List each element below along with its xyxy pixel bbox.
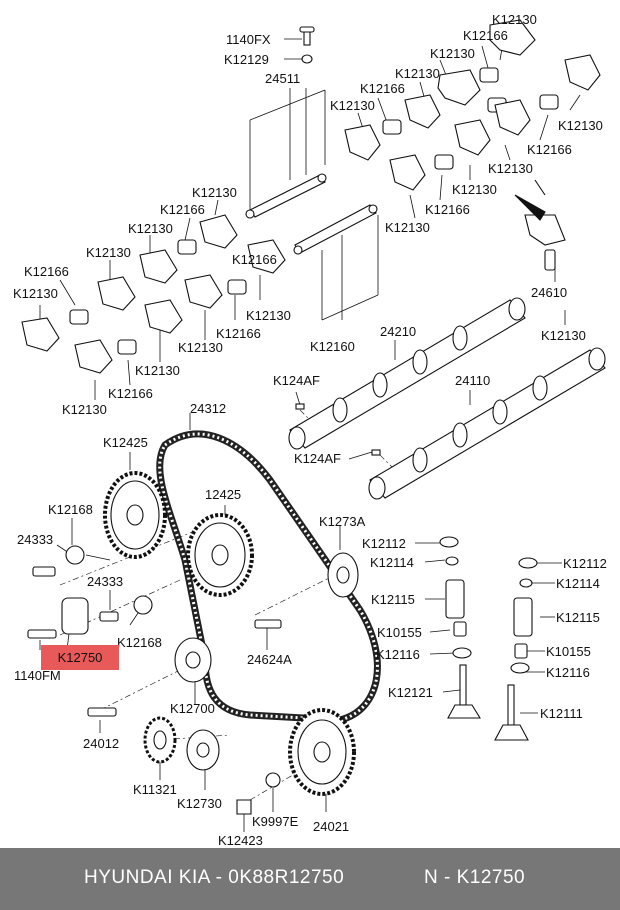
label-k124af: K124AF xyxy=(273,373,320,388)
footer-bar: HYUNDAI KIA - 0K88R12750 N - K12750 xyxy=(0,848,620,910)
label-k12121: K12121 xyxy=(388,685,433,700)
label-k12130: K12130 xyxy=(430,46,475,61)
label-1140fm: 1140FM xyxy=(14,668,61,683)
camshaft-exhaust-icon xyxy=(368,347,606,500)
label-k12166: K12166 xyxy=(216,326,261,341)
label-k12112: K12112 xyxy=(362,536,406,551)
label-24624a: 24624A xyxy=(247,652,292,667)
label-24610: 24610 xyxy=(531,285,567,300)
label-k12425: K12425 xyxy=(103,435,148,450)
label-k12168: K12168 xyxy=(48,502,93,517)
label-k12130: K12130 xyxy=(13,286,58,301)
hydraulic-lash-adjuster-icon xyxy=(544,249,556,271)
rocker-shaft-upper-icon xyxy=(245,173,327,219)
label-24012: 24012 xyxy=(83,736,119,751)
label-k12700: K12700 xyxy=(170,701,215,716)
label-k12130: K12130 xyxy=(395,66,440,81)
highlighted-part-label: K12750 xyxy=(57,650,103,665)
valve-assembly-exhaust-icon xyxy=(494,557,538,741)
label-k12116: K12116 xyxy=(546,665,590,680)
label-k12166: K12166 xyxy=(24,264,69,279)
label-k12130: K12130 xyxy=(128,221,173,236)
rocker-shaft-lower-icon xyxy=(293,204,378,255)
label-k12130: K12130 xyxy=(452,182,497,197)
parts-diagram: 1140FX K12129 24511 K12130 K12166 K12130… xyxy=(13,12,607,848)
label-24110: 24110 xyxy=(455,373,490,388)
label-k12160: K12160 xyxy=(310,339,355,354)
camshaft-intake-icon xyxy=(288,297,526,450)
label-k12130: K12130 xyxy=(541,328,586,343)
label-k12112: K12112 xyxy=(563,556,607,571)
footer-part-code: N - K12750 xyxy=(424,867,526,888)
label-24312: 24312 xyxy=(190,401,226,416)
label-k1273a: K1273A xyxy=(319,514,366,529)
label-12425: 12425 xyxy=(205,487,241,502)
label-k12130: K12130 xyxy=(246,308,291,323)
label-1140fx: 1140FX xyxy=(226,32,271,47)
label-24333: 24333 xyxy=(17,532,53,547)
label-k12130: K12130 xyxy=(178,340,223,355)
rocker-shaft-bolt-icon xyxy=(299,26,315,64)
highlighted-part-box xyxy=(41,645,119,670)
label-k12114: K12114 xyxy=(370,555,414,570)
label-k12115: K12115 xyxy=(371,592,415,607)
label-k12130: K12130 xyxy=(385,220,430,235)
label-k12130: K12130 xyxy=(558,118,603,133)
label-k11321: K11321 xyxy=(133,782,177,797)
label-24021: 24021 xyxy=(313,819,349,834)
label-k12166: K12166 xyxy=(527,142,572,157)
label-k10155: K10155 xyxy=(546,644,591,659)
label-k12130: K12130 xyxy=(135,363,180,378)
tensioner-pulley-icon xyxy=(174,637,212,683)
label-k9997e: K9997E xyxy=(252,814,299,829)
label-k12166: K12166 xyxy=(425,202,470,217)
label-k12129: K12129 xyxy=(224,52,269,67)
label-k12730: K12730 xyxy=(177,796,222,811)
idler-pulley-lower-icon xyxy=(186,729,220,771)
label-k12166: K12166 xyxy=(232,252,277,267)
camshaft-sprocket-left-icon xyxy=(103,471,167,559)
camshaft-sprocket-right-icon xyxy=(186,513,254,597)
label-k12130: K12130 xyxy=(86,245,131,260)
label-k12166: K12166 xyxy=(463,28,508,43)
bolts-and-washers-icon xyxy=(27,545,282,815)
rocker-arms-left-icon xyxy=(21,214,286,374)
label-k12130: K12130 xyxy=(488,161,533,176)
label-k12114: K12114 xyxy=(556,576,600,591)
label-k12166: K12166 xyxy=(108,386,153,401)
valve-assembly-intake-icon xyxy=(439,536,481,719)
crankshaft-sprocket-icon xyxy=(143,716,177,764)
detail-arrow-icon xyxy=(514,194,546,221)
part-number-labels: 1140FX K12129 24511 K12130 K12166 K12130… xyxy=(13,12,607,848)
label-24511: 24511 xyxy=(265,71,300,86)
label-k12111: K12111 xyxy=(540,706,583,721)
label-k12130: K12130 xyxy=(192,185,237,200)
label-24333: 24333 xyxy=(87,574,123,589)
label-k12115: K12115 xyxy=(556,610,600,625)
label-k12166: K12166 xyxy=(160,202,205,217)
rocker-arms-right-icon xyxy=(344,19,601,246)
label-k12130: K12130 xyxy=(62,402,107,417)
label-k12168: K12168 xyxy=(117,635,162,650)
label-24210: 24210 xyxy=(380,324,416,339)
label-k124af: K124AF xyxy=(294,451,341,466)
label-k10155: K10155 xyxy=(377,625,422,640)
footer-brand-partnumber: HYUNDAI KIA - 0K88R12750 xyxy=(84,867,345,888)
label-k12116: K12116 xyxy=(376,647,420,662)
label-k12423: K12423 xyxy=(218,833,263,848)
label-k12130: K12130 xyxy=(492,12,537,27)
crankshaft-pulley-icon xyxy=(288,708,356,796)
woodruff-key-icon xyxy=(295,403,381,456)
label-k12130: K12130 xyxy=(330,98,375,113)
label-k12166: K12166 xyxy=(360,81,405,96)
idler-pulley-upper-icon xyxy=(327,552,359,598)
